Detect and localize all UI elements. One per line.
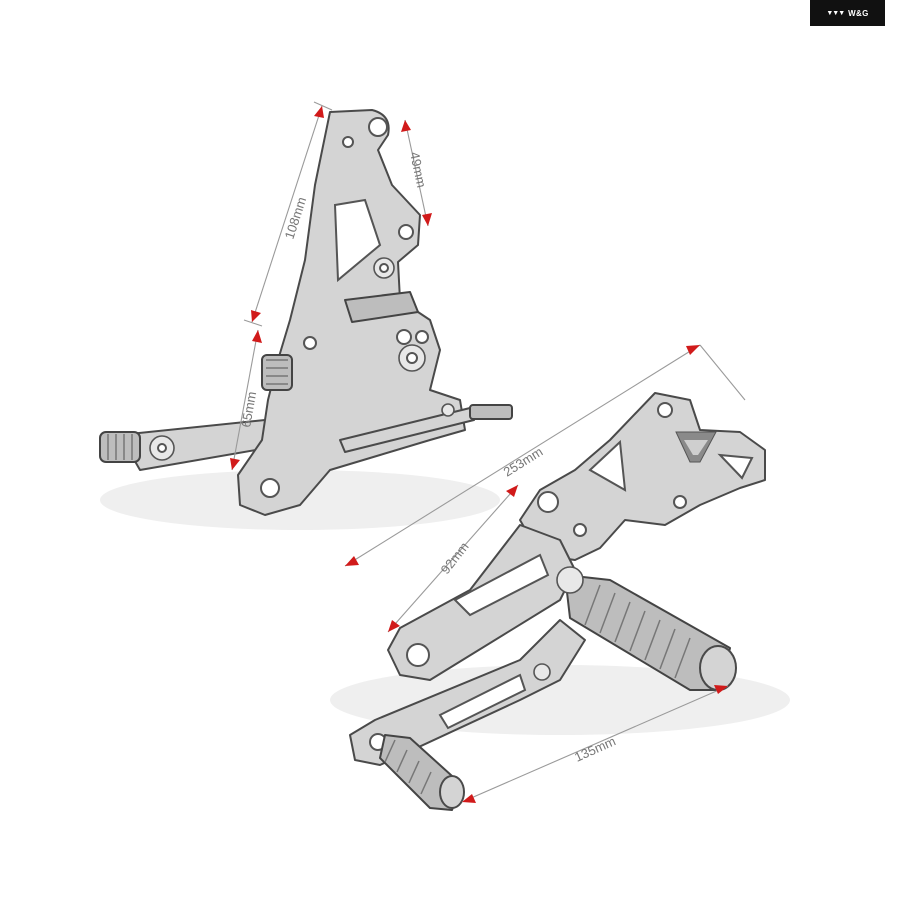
left-lever-peg xyxy=(99,431,141,463)
brand-badge: ▼▼▼ W&G xyxy=(810,0,885,26)
left-triangle-cutout xyxy=(333,198,382,283)
right-footpeg xyxy=(564,574,737,691)
left-rod-end xyxy=(469,404,513,420)
right-small-cutout xyxy=(717,453,754,480)
left-bracket xyxy=(99,109,513,530)
right-triangle-cutout xyxy=(588,439,627,492)
dim-65-label: 65mm xyxy=(238,390,259,428)
right-bracket xyxy=(330,392,790,811)
left-adjuster-knob xyxy=(261,354,293,391)
right-brake-lever xyxy=(349,619,586,766)
left-top-hole xyxy=(368,117,388,137)
right-main-plate xyxy=(519,392,766,561)
right-arm-slot xyxy=(453,553,550,617)
right-lower-hole xyxy=(406,643,430,667)
wing-logo-icon: ▼▼▼ xyxy=(826,9,845,17)
dimension-65: 65mm xyxy=(230,329,262,471)
brand-name: W&G xyxy=(848,8,869,18)
dim-253-label: 253mm xyxy=(501,444,546,480)
right-brake-pedal xyxy=(379,734,465,811)
left-ledge xyxy=(344,291,419,323)
dim-135-label: 135mm xyxy=(572,733,618,764)
right-peg-bolt xyxy=(556,566,584,594)
tuning-fork-logo-icon xyxy=(675,431,717,463)
dim-49-label: 49mm xyxy=(407,151,429,189)
left-bottom-hole xyxy=(260,478,280,498)
right-pivot-hole xyxy=(537,491,559,513)
dim-92-label: 92mm xyxy=(438,539,472,577)
dimension-49: 49mm xyxy=(401,119,432,227)
